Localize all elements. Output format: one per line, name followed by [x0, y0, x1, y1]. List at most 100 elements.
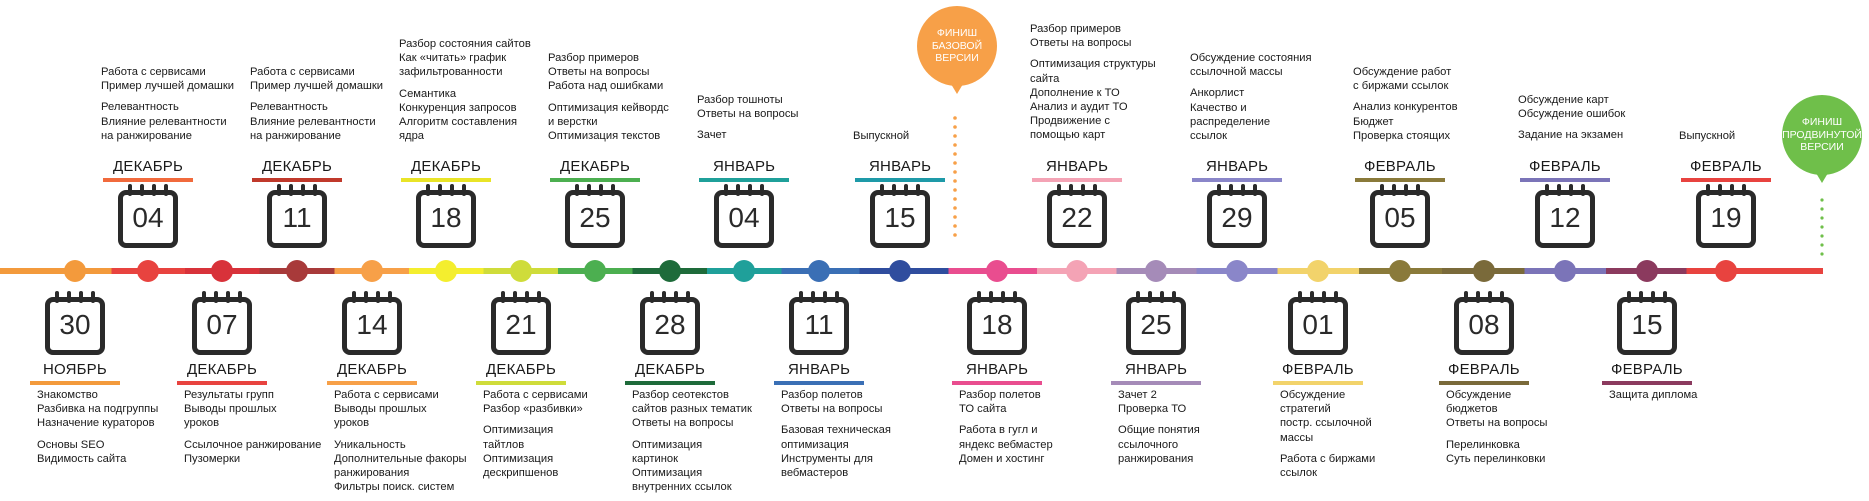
finish-base-dotted-line	[953, 206, 957, 210]
note-group: Зачет	[697, 129, 727, 142]
timeline-dot	[889, 260, 911, 282]
event-notes: Работа с сервисами Разбор «разбивки»Опти…	[483, 388, 673, 487]
event-notes: Разбор сеотекстов сайтов разных тематик …	[632, 388, 822, 501]
event-notes: Знакомство Разбивка на подгруппы Назначе…	[37, 388, 227, 473]
timeline-dot	[1307, 260, 1329, 282]
finish-base-dotted-line	[953, 125, 957, 129]
calendar-rings	[880, 184, 920, 196]
calendar-rings	[352, 291, 392, 303]
month-label: НОЯБРЬ	[43, 361, 107, 378]
note-group: Разбор состояния сайтов Как «читать» гра…	[399, 38, 531, 79]
note-group: Разбор примеров Ответы на вопросы Работа…	[548, 52, 664, 93]
calendar-rings	[1706, 184, 1746, 196]
timeline-dot	[659, 260, 681, 282]
note-group: Работа в гугл и яндекс вебмастер Домен и…	[959, 424, 1053, 465]
calendar-rings	[1627, 291, 1667, 303]
month-color-bar	[327, 381, 417, 385]
day-number: 25	[1140, 309, 1172, 340]
calendar-rings	[575, 184, 615, 196]
day-number: 18	[430, 202, 462, 233]
finish-advanced-dotted-line	[1820, 207, 1824, 211]
calendar-rings	[202, 291, 242, 303]
calendar-icon: 04	[118, 184, 178, 248]
calendar-rings	[128, 184, 168, 196]
event-notes: Разбор состояния сайтов Как «читать» гра…	[399, 37, 589, 150]
note-group: Работа с сервисами Пример лучшей домашки	[250, 66, 384, 93]
month-color-bar	[952, 381, 1042, 385]
timeline-dot	[1473, 260, 1495, 282]
day-number: 21	[505, 309, 537, 340]
month-label: ФЕВРАЛЬ	[1448, 361, 1520, 378]
note-group: Работа с сервисами Пример лучшей домашки	[101, 66, 235, 93]
note-group: Выпускной	[853, 130, 910, 142]
month-label: ДЕКАБРЬ	[486, 361, 556, 378]
calendar-rings	[1136, 291, 1176, 303]
note-group: Основы SEO Видимость сайта	[37, 438, 127, 465]
month-color-bar	[103, 178, 193, 182]
note-group: Семантика Конкуренция запросов Алгоритм …	[399, 87, 518, 143]
month-color-bar	[625, 381, 715, 385]
month-label: ЯНВАРЬ	[966, 361, 1029, 378]
calendar-rings	[977, 291, 1017, 303]
month-label: ДЕКАБРЬ	[113, 158, 183, 175]
timeline-dot	[733, 260, 755, 282]
note-group: Обсуждение работ с биржами ссылок	[1353, 66, 1452, 93]
calendar-rings	[724, 184, 764, 196]
day-number: 12	[1549, 202, 1581, 233]
month-color-bar	[774, 381, 864, 385]
calendar-rings	[1464, 291, 1504, 303]
month-color-bar	[252, 178, 342, 182]
month-label: ЯНВАРЬ	[713, 158, 776, 175]
calendar-icon: 18	[416, 184, 476, 248]
day-number: 29	[1221, 202, 1253, 233]
note-group: Защита диплома	[1609, 389, 1698, 401]
finish-advanced-badge: ФИНИШ ПРОДВИНУТОЙ ВЕРСИИ	[1782, 95, 1862, 183]
month-color-bar	[855, 178, 945, 182]
finish-advanced-dotted-line	[1820, 216, 1824, 220]
calendar-icon: 01	[1288, 291, 1348, 355]
month-color-bar	[401, 178, 491, 182]
month-label: ЯНВАРЬ	[869, 158, 932, 175]
note-group: Работа с сервисами Разбор «разбивки»	[483, 389, 588, 416]
event-notes: Работа с сервисами Выводы прошлых уроков…	[334, 388, 524, 501]
note-group: Выпускной	[1679, 130, 1736, 142]
event-notes: Обсуждение стратегий постр. ссылочной ма…	[1280, 388, 1470, 487]
event-notes: Выпускной	[853, 129, 1043, 150]
calendar-icon: 12	[1535, 184, 1595, 248]
calendar-icon: 15	[870, 184, 930, 248]
finish-base-dotted-line	[953, 170, 957, 174]
calendar-rings	[799, 291, 839, 303]
note-group: Обсуждение состояния ссылочной массы	[1190, 52, 1312, 79]
finish-advanced-dotted-line	[1820, 243, 1824, 247]
timeline-dot	[1066, 260, 1088, 282]
timeline-dot	[1389, 260, 1411, 282]
finish-base-dotted-line	[953, 152, 957, 156]
calendar-icon: 22	[1047, 184, 1107, 248]
month-label: ЯНВАРЬ	[1206, 158, 1269, 175]
day-number: 14	[356, 309, 388, 340]
note-group: Разбор сеотекстов сайтов разных тематик …	[632, 389, 752, 430]
note-group: Оптимизация структуры сайта Дополнение к…	[1030, 58, 1156, 142]
note-group: Релевантность Влияние релевантности на р…	[101, 101, 227, 142]
day-number: 01	[1302, 309, 1334, 340]
day-number: 30	[59, 309, 91, 340]
finish-base-dotted-line	[953, 233, 957, 237]
calendar-rings	[501, 291, 541, 303]
calendar-rings	[650, 291, 690, 303]
note-group: Оптимизация картинок Оптимизация внутрен…	[632, 438, 732, 494]
note-group: Знакомство Разбивка на подгруппы Назначе…	[37, 389, 159, 430]
calendar-icon: 29	[1207, 184, 1267, 248]
finish-base-dotted-line	[953, 143, 957, 147]
month-color-bar	[699, 178, 789, 182]
month-label: ФЕВРАЛЬ	[1611, 361, 1683, 378]
finish-advanced-text: ФИНИШ ПРОДВИНУТОЙ ВЕРСИИ	[1782, 116, 1862, 154]
